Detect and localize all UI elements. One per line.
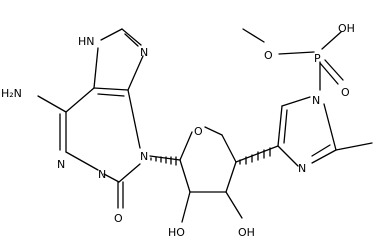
atom-o-phos-double: O [341, 86, 350, 99]
atom-n-glycosidic: N [140, 150, 148, 163]
atom-oh-phos: OH [338, 22, 355, 35]
atom-n-imid-bottom: N [298, 162, 306, 175]
atom-o-ring: O [194, 125, 203, 138]
atom-p: P [314, 52, 321, 65]
atom-n-ring-3: N [98, 168, 106, 181]
bonds [37, 28, 373, 223]
atom-n-ring-1: N [140, 46, 148, 59]
atom-nh-imidazole: HN [78, 35, 95, 48]
stereo-hash-bonds [150, 147, 271, 166]
atom-labels: HN H₂N N N N N O O HO OH N N P O OH O [1, 22, 355, 239]
atom-oh-right: OH [238, 226, 255, 239]
atom-n-imid-top: N [312, 94, 320, 107]
atom-ho-left: HO [168, 226, 185, 239]
atom-o-methoxy: O [264, 49, 273, 62]
atom-n-ring-2: N [57, 158, 65, 171]
atom-o-carbonyl: O [114, 212, 123, 225]
atom-nh2: H₂N [1, 87, 22, 100]
